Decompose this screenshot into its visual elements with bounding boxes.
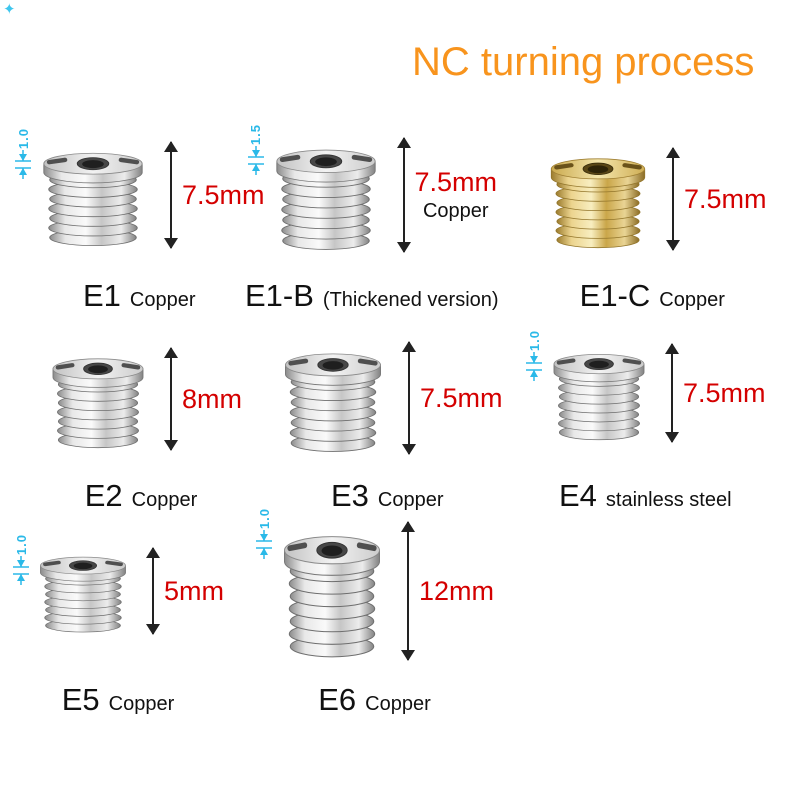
screw-photo-e4	[553, 353, 645, 441]
product-item-e6: 1.0 12mm E6 Copper	[255, 508, 495, 718]
item-label: E2 Copper	[85, 478, 198, 514]
item-label: E6 Copper	[318, 682, 431, 718]
item-name-suffix: (Thickened version)	[322, 289, 499, 311]
item-label: E1 Copper	[83, 278, 196, 314]
lip-thickness-annotation: 1.0	[14, 128, 32, 180]
product-item-e2: 8mm E2 Copper	[40, 347, 242, 514]
screw-photo-e1	[43, 152, 143, 247]
page-title: NC turning process	[412, 40, 755, 84]
height-dimension-arrow	[666, 147, 680, 251]
item-name: E3	[331, 478, 369, 513]
lip-thickness-value: 1.5	[248, 124, 263, 146]
height-dimension-value: 7.5mm	[182, 179, 265, 210]
lip-thickness-annotation: 1.5	[247, 124, 265, 176]
item-name: E2	[84, 478, 123, 513]
height-dimension-value: 7.5mm	[684, 183, 767, 214]
item-material: Copper	[365, 693, 431, 715]
screw-photo-e3	[285, 353, 381, 452]
product-item-e4: 1.0 7.5mm E4 stainless steel	[525, 330, 766, 514]
height-dimension-value: 12mm	[419, 575, 495, 606]
dimension-material-note: Copper	[422, 200, 489, 222]
item-material: Copper	[108, 693, 175, 715]
screw-photo-e1b	[275, 149, 376, 250]
screw-photo-e1c	[550, 158, 646, 249]
lip-thickness-annotation: 1.0	[255, 508, 273, 560]
item-label: E4 stainless steel	[559, 478, 732, 514]
item-name: E1-B	[245, 278, 314, 313]
lip-thickness-value: 1.0	[13, 534, 29, 556]
thickness-arrow-icon	[15, 150, 31, 180]
height-dimension-arrow	[402, 341, 416, 455]
screw-photo-e5	[40, 556, 126, 633]
item-label: E3 Copper	[331, 478, 444, 514]
height-dimension-value: 7.5mm	[420, 382, 503, 413]
screw-photo-e2	[52, 358, 144, 449]
lip-thickness-annotation: 1.0	[525, 330, 543, 382]
height-dimension-arrow	[396, 137, 411, 253]
item-material: Copper	[131, 489, 198, 511]
height-dimension-value: 5mm	[164, 575, 224, 606]
thickness-arrow-icon	[247, 146, 264, 176]
sparkle-icon: ✦	[3, 1, 16, 18]
lip-thickness-value: 1.0	[526, 330, 542, 352]
item-label: E5 Copper	[62, 682, 175, 718]
height-dimension-value: 7.5mm	[414, 167, 498, 197]
screw-photo-e6	[283, 536, 381, 658]
height-dimension-arrow	[164, 141, 178, 249]
product-item-e1c: 7.5mm E1-C Copper	[538, 147, 767, 314]
item-material: Copper	[129, 289, 196, 311]
product-item-e5: 1.0 5mm E5 Copper	[12, 534, 224, 718]
height-dimension-arrow	[164, 347, 178, 451]
item-name: E5	[61, 682, 100, 717]
height-dimension-arrow	[146, 547, 160, 635]
thickness-arrow-icon	[256, 530, 272, 560]
item-name: E4	[558, 478, 597, 513]
product-item-e1: 1.0 7.5mm E1 Copper	[14, 128, 265, 314]
lip-thickness-value: 1.0	[256, 508, 272, 530]
product-item-e1b: 1.5 7.5mm Copper E1-B (Thickened version…	[245, 124, 499, 314]
thickness-arrow-icon	[526, 352, 542, 382]
item-material: stainless steel	[605, 489, 732, 511]
item-material: Copper	[377, 489, 444, 511]
lip-thickness-value: 1.0	[15, 128, 31, 150]
thickness-arrow-icon	[13, 556, 29, 586]
lip-thickness-annotation: 1.0	[12, 534, 30, 586]
height-dimension-arrow	[401, 521, 415, 661]
product-item-e3: 7.5mm E3 Copper	[272, 341, 503, 514]
item-name: E6	[318, 682, 357, 717]
item-name: E1-C	[579, 278, 651, 313]
height-dimension-arrow	[665, 343, 679, 443]
height-dimension-value: 7.5mm	[683, 377, 766, 408]
height-dimension-value: 8mm	[182, 383, 242, 414]
item-label: E1-C Copper	[580, 278, 725, 314]
item-material: Copper	[659, 289, 725, 311]
item-name: E1	[83, 278, 121, 313]
item-label: E1-B (Thickened version)	[245, 278, 499, 314]
